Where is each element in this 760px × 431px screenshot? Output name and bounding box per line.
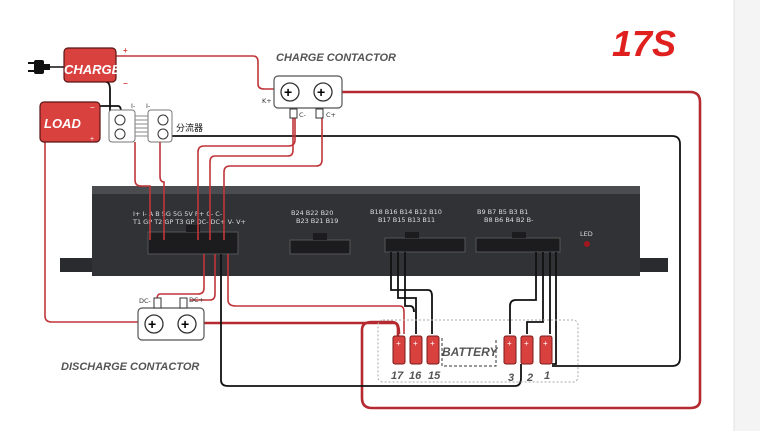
conn3-labels-bottom: B17 B15 B13 B11: [378, 216, 435, 224]
dc-minus-label: DC-: [139, 297, 152, 305]
wires: [44, 55, 702, 410]
conn3-labels-top: B18 B16 B14 B12 B10: [370, 208, 442, 216]
svg-text:+: +: [317, 84, 325, 100]
cell-number: 15: [428, 370, 441, 382]
cell-number: 3: [508, 372, 514, 384]
cell-number: 1: [544, 370, 550, 382]
connector-b19-b24: [289, 239, 351, 255]
connector-b1-b9: [475, 237, 561, 253]
charge-contactor: CHARGE CONTACTOR + + K+ C- C+: [262, 52, 396, 119]
k-plus-label: K+: [262, 97, 272, 105]
wire-charge-plus: [116, 55, 288, 90]
svg-text:+: +: [524, 339, 529, 348]
controller-body: [92, 186, 640, 276]
load-minus: −: [90, 103, 95, 112]
battery-pack: BATTERY + + + + + + 17 16 15 3 2 1: [377, 319, 579, 384]
connector-b10-b18: [384, 237, 466, 253]
charger-plus: +: [123, 46, 128, 55]
load-label: LOAD: [44, 116, 81, 131]
battery-cell-17: +: [392, 335, 406, 365]
conn4-labels-bottom: B8 B6 B4 B2 B-: [484, 216, 534, 224]
mount-foot-right: [632, 258, 668, 272]
led-label: LED: [580, 230, 593, 238]
charger-minus: −: [123, 79, 128, 88]
svg-text:+: +: [284, 84, 292, 100]
cell-number: 2: [526, 372, 533, 384]
bms-controller: I+ I- A B 5G 5G 5V P+ C- C- T1 GP T2 GP …: [60, 186, 668, 276]
shunt-terminal-1: I-: [131, 102, 136, 110]
c-plus-label: C+: [326, 111, 336, 119]
power-plug-icon: [28, 60, 64, 74]
battery-cell-3: +: [503, 335, 517, 365]
shunt-terminal-2: I-: [146, 102, 151, 110]
battery-cell-16: +: [409, 335, 423, 365]
load: LOAD − +: [39, 101, 101, 143]
led-indicator: [584, 241, 590, 247]
discharge-contactor: + + DC- DC+ DISCHARGE CONTACTOR: [61, 296, 205, 373]
conn2-labels-bottom: B23 B21 B19: [296, 217, 338, 225]
svg-text:+: +: [181, 316, 189, 332]
svg-text:+: +: [507, 339, 512, 348]
load-plus: +: [90, 136, 94, 143]
cell-number: 16: [409, 370, 422, 382]
shunt-label: 分流器: [176, 122, 203, 134]
mount-foot-left: [60, 258, 96, 272]
main-pin-labels-top: I+ I- A B 5G 5G 5V P+ C- C-: [133, 210, 223, 218]
charger-label: CHARGE: [64, 62, 121, 77]
battery-cell-1: +: [539, 335, 553, 365]
cell-count-title: 17S: [612, 23, 676, 64]
charger: CHARGE + −: [63, 46, 128, 88]
svg-text:+: +: [413, 339, 418, 348]
charge-contactor-label: CHARGE CONTACTOR: [276, 52, 396, 64]
dc-plus-label: DC+: [189, 296, 204, 304]
battery-label: BATTERY: [442, 345, 499, 359]
discharge-contactor-label: DISCHARGE CONTACTOR: [61, 361, 199, 373]
svg-text:+: +: [430, 339, 435, 348]
conn2-labels-top: B24 B22 B20: [291, 209, 333, 217]
main-pin-labels-bottom: T1 GP T2 GP T3 GP DC- DC+ V- V+: [132, 218, 246, 226]
right-margin: [734, 0, 760, 431]
battery-cell-15: +: [426, 335, 440, 365]
c-minus-label: C-: [299, 111, 307, 119]
battery-cell-2: +: [520, 335, 534, 365]
conn4-labels-top: B9 B7 B5 B3 B1: [477, 208, 528, 216]
shunt: 分流器 I- I-: [108, 102, 203, 143]
svg-text:+: +: [148, 316, 156, 332]
svg-text:+: +: [543, 339, 548, 348]
svg-text:+: +: [396, 339, 401, 348]
cell-number: 17: [391, 370, 404, 382]
